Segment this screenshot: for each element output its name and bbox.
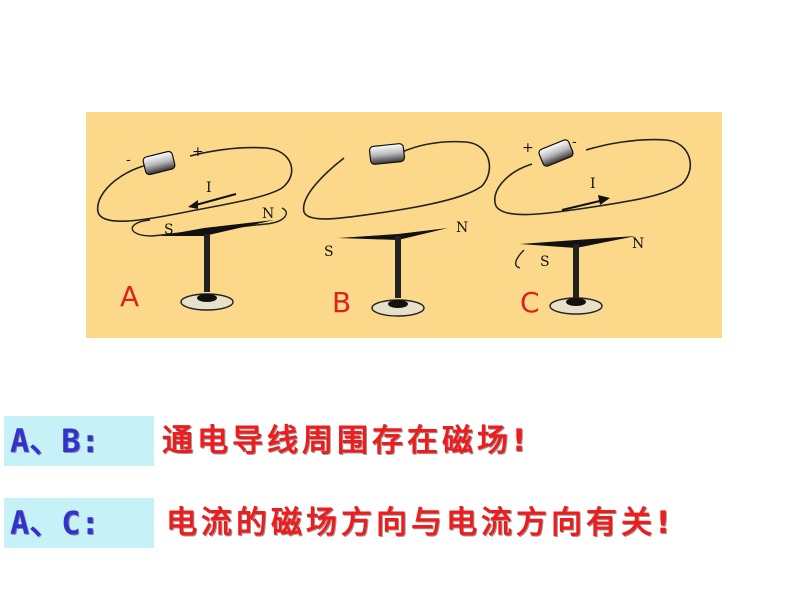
panel-b-wire <box>302 140 491 220</box>
panel-a-apparatus <box>96 146 293 311</box>
panel-a-pole-n-label: N <box>262 206 274 222</box>
panel-c-stand <box>573 244 579 298</box>
panel-c-pole-s-label: S <box>540 254 550 270</box>
panel-a-current-arrow <box>191 193 237 207</box>
panel-a-letter: A <box>120 280 140 313</box>
experiment-diagram: - + I S N S N + - I S N <box>96 134 692 317</box>
panel-a-battery-plus-label: + <box>192 144 204 160</box>
panel-b-stand <box>395 236 401 298</box>
panel-c-battery-plus-label: + <box>522 140 534 156</box>
panel-a-current-arrowhead <box>188 200 198 209</box>
panel-b-pole-n-label: N <box>456 220 468 236</box>
panel-c-wire <box>493 138 692 216</box>
panel-b-battery <box>368 143 406 165</box>
conclusion-ac-label: A、C: <box>4 498 154 548</box>
panel-a-battery-minus-label: - <box>126 152 131 168</box>
panel-b-apparatus <box>302 140 491 317</box>
panel-c-current-label: I <box>590 176 596 192</box>
panel-c-letter: C <box>520 286 540 319</box>
oersted-experiment-figure: - + I S N S N + - I S N A B C <box>86 112 722 338</box>
panel-a-battery <box>142 150 176 176</box>
panel-b-pole-s-label: S <box>324 244 334 260</box>
panel-a-current-label: I <box>206 180 212 196</box>
panel-a-wire-lower <box>131 207 287 237</box>
panel-a-stand <box>204 234 210 292</box>
panel-a-needle <box>160 220 274 236</box>
panel-b-letter: B <box>332 286 352 319</box>
panel-b-needle <box>338 228 448 240</box>
conclusion-ab-text: 通电导线周围存在磁场! <box>162 423 531 459</box>
panel-a-wire <box>96 146 293 222</box>
panel-c-pole-n-label: N <box>632 236 644 252</box>
panel-c-current-arrow <box>561 199 605 211</box>
conclusion-ac-text: 电流的磁场方向与电流方向有关! <box>166 505 675 541</box>
panel-c-wire-lower <box>514 249 525 269</box>
panel-c-battery-minus-label: - <box>572 134 577 150</box>
conclusion-ab-label: A、B: <box>4 416 154 466</box>
panel-c-battery <box>538 139 574 167</box>
panel-c-current-arrowhead <box>598 195 610 205</box>
panel-a-pole-s-label: S <box>164 222 174 238</box>
panel-c-needle <box>520 236 636 248</box>
panel-c-apparatus <box>493 138 692 315</box>
